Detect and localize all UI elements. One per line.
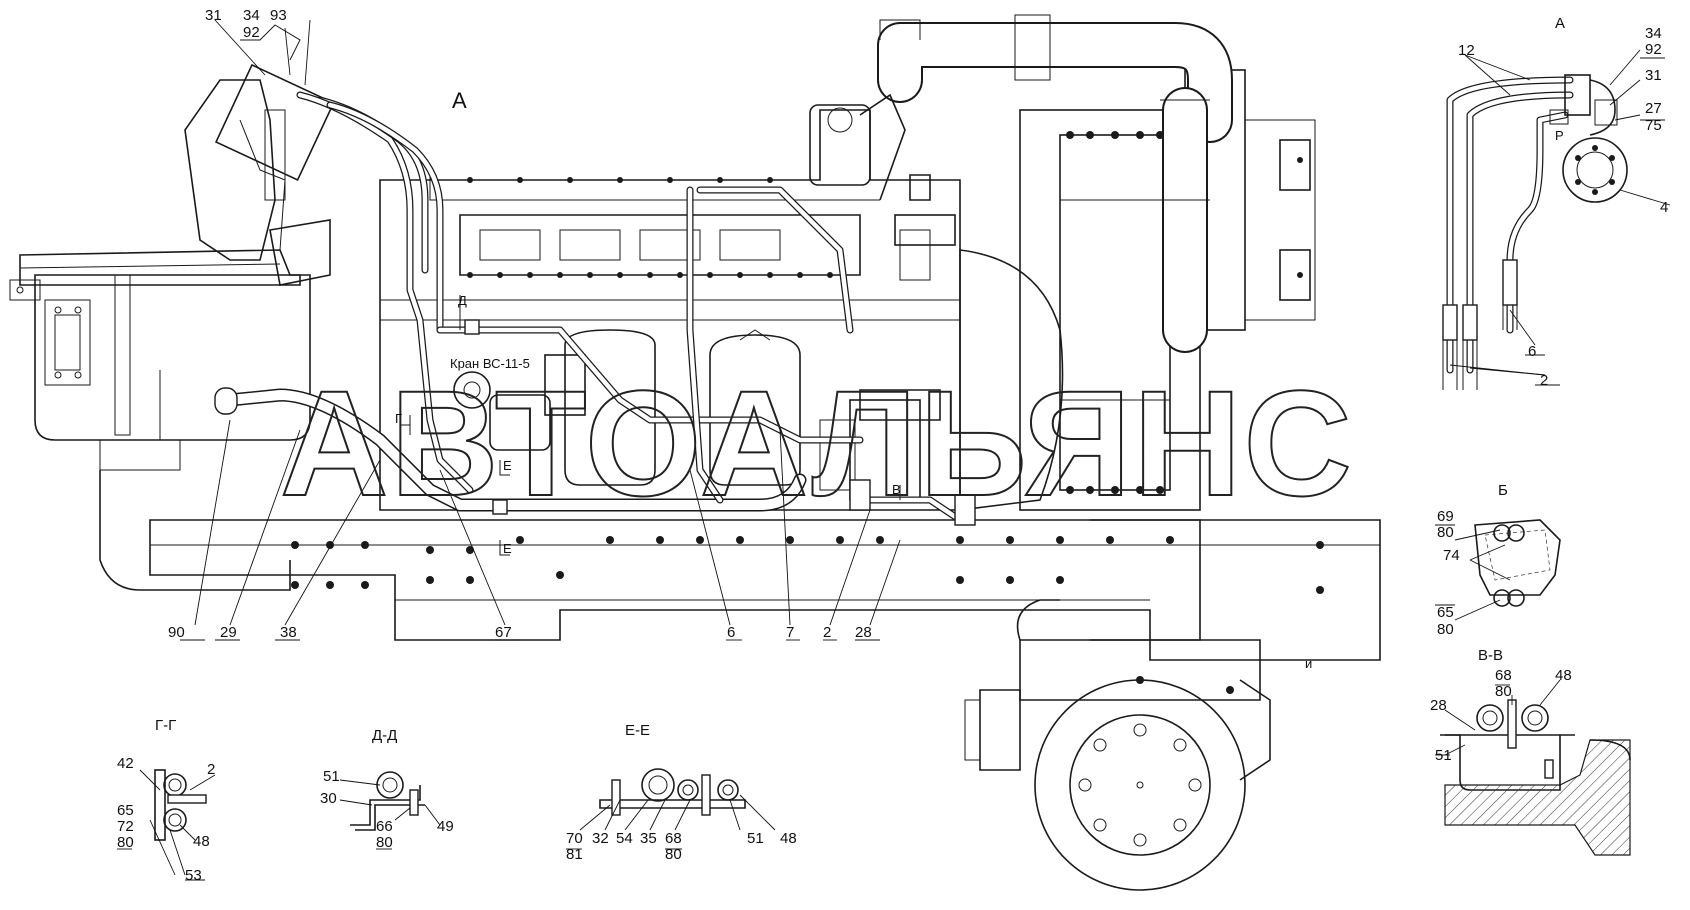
a-callout-6: 6 <box>1528 343 1536 360</box>
callout-28: 28 <box>855 624 872 641</box>
section-marks <box>400 295 901 556</box>
view-titles: А А Б В-В Г-Г Д-Д Е-Е <box>155 15 1565 744</box>
a-callout-27: 27 <box>1645 100 1662 117</box>
a-callout-34: 34 <box>1645 25 1662 42</box>
g-callout-53: 53 <box>185 867 202 884</box>
valve-label: Кран ВС-11-5 <box>450 356 530 371</box>
v-callout-51: 51 <box>1435 747 1452 764</box>
g-callout-48: 48 <box>193 833 210 850</box>
detail-g-callouts: 42 2 65 72 80 48 53 <box>117 755 215 884</box>
main-view-title: А <box>452 88 467 113</box>
detail-v-callouts: 68 80 48 28 51 <box>1430 667 1572 764</box>
section-mark-g: Г <box>395 411 402 426</box>
radiator-assembly <box>959 69 1316 511</box>
e-callout-70: 70 <box>566 830 583 847</box>
v-callout-48: 48 <box>1555 667 1572 684</box>
detail-e-callouts: 70 81 32 54 35 68 80 51 48 <box>566 830 797 863</box>
callout-93: 93 <box>270 7 287 24</box>
callout-29: 29 <box>220 624 237 641</box>
detail-a-callouts: 12 34 92 31 27 75 4 6 2 <box>1458 25 1668 389</box>
d-callout-49: 49 <box>437 818 454 835</box>
watermark-text: АВТОАЛЬЯНС <box>280 359 1354 527</box>
detail-b-view <box>1435 519 1561 621</box>
callout-92: 92 <box>243 24 260 41</box>
frame-rail <box>149 519 1381 661</box>
a-callout-2: 2 <box>1540 372 1548 389</box>
e-callout-54: 54 <box>616 830 633 847</box>
g-callout-80: 80 <box>117 834 134 851</box>
d-callout-80: 80 <box>376 834 393 851</box>
section-mark-v: В <box>892 482 901 497</box>
detail-b-title: Б <box>1498 482 1508 499</box>
detail-d-view <box>339 771 441 850</box>
detail-g-title: Г-Г <box>155 717 176 734</box>
e-callout-68: 68 <box>665 830 682 847</box>
section-mark-e-bottom: Е <box>503 541 512 556</box>
arrow-mark-i: и <box>1305 656 1312 671</box>
detail-e-view <box>566 768 776 850</box>
small-marks: Г Д Е Е В и P Кран ВС-11-5 <box>395 128 1564 671</box>
b-callout-74: 74 <box>1443 547 1460 564</box>
callout-31: 31 <box>205 7 222 24</box>
d-callout-66: 66 <box>376 818 393 835</box>
g-callout-65: 65 <box>117 802 134 819</box>
main-leaders <box>180 19 901 641</box>
e-callout-48: 48 <box>780 830 797 847</box>
callout-7: 7 <box>786 624 794 641</box>
e-callout-81: 81 <box>566 846 583 863</box>
detail-v-title: В-В <box>1478 647 1503 664</box>
e-callout-32: 32 <box>592 830 609 847</box>
a-callout-92: 92 <box>1645 41 1662 58</box>
callout-90: 90 <box>168 624 185 641</box>
detail-a-view <box>1442 49 1671 390</box>
hydraulic-pipes <box>214 91 976 526</box>
cab-panel <box>9 24 335 591</box>
turbocharger <box>809 93 906 201</box>
d-callout-30: 30 <box>320 790 337 807</box>
callout-34: 34 <box>243 7 260 24</box>
v-callout-28: 28 <box>1430 697 1447 714</box>
g-callout-42: 42 <box>117 755 134 772</box>
b-callout-80b: 80 <box>1437 621 1454 638</box>
detail-v-view <box>1435 679 1631 856</box>
a-callout-12: 12 <box>1458 42 1475 59</box>
v-callout-68: 68 <box>1495 667 1512 684</box>
a-callout-4: 4 <box>1660 199 1668 216</box>
b-callout-80a: 80 <box>1437 524 1454 541</box>
detail-e-title: Е-Е <box>625 722 650 739</box>
d-callout-51: 51 <box>323 768 340 785</box>
section-mark-d: Д <box>458 293 467 308</box>
detail-d-title: Д-Д <box>372 727 397 744</box>
b-callout-69: 69 <box>1437 508 1454 525</box>
air-intake-duct <box>877 14 1233 353</box>
b-callout-65: 65 <box>1437 604 1454 621</box>
callout-67: 67 <box>495 624 512 641</box>
main-callouts: 31 34 92 93 90 29 38 67 6 7 2 28 <box>168 7 872 641</box>
detail-g-view <box>117 769 216 881</box>
callout-2: 2 <box>823 624 831 641</box>
port-mark-p: P <box>1555 128 1564 143</box>
detail-a-title: А <box>1555 15 1565 32</box>
g-callout-72: 72 <box>117 818 134 835</box>
callout-6: 6 <box>727 624 735 641</box>
detail-d-callouts: 51 30 66 80 49 <box>320 768 454 851</box>
a-callout-75: 75 <box>1645 117 1662 134</box>
g-callout-2: 2 <box>207 761 215 778</box>
e-callout-51: 51 <box>747 830 764 847</box>
e-callout-35: 35 <box>640 830 657 847</box>
callout-38: 38 <box>280 624 297 641</box>
v-callout-80: 80 <box>1495 683 1512 700</box>
a-callout-31: 31 <box>1645 67 1662 84</box>
main-assembly-view <box>9 14 1381 891</box>
e-callout-80: 80 <box>665 846 682 863</box>
detail-b-callouts: 69 80 74 65 80 <box>1437 508 1460 638</box>
front-axle <box>964 519 1271 891</box>
section-mark-e-top: Е <box>503 458 512 473</box>
